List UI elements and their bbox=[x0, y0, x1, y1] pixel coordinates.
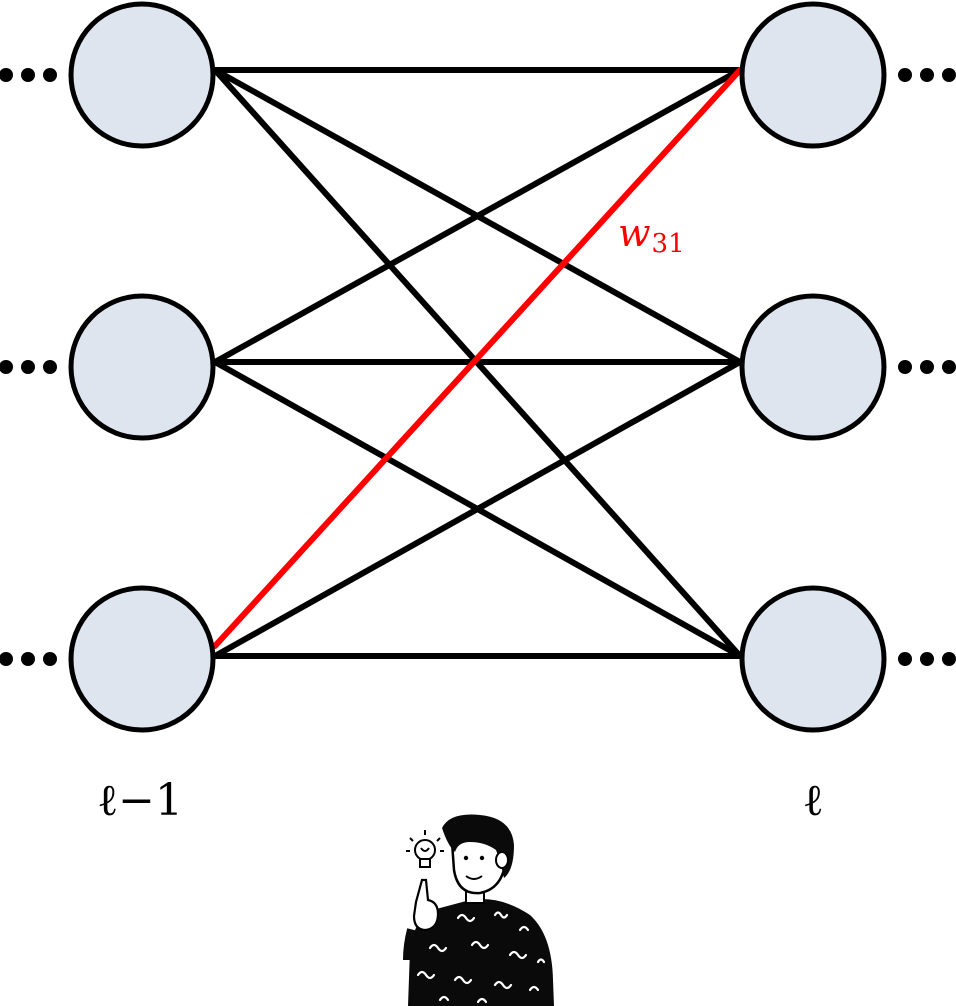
weight-label: w31 bbox=[618, 211, 685, 259]
weight-subscript: 31 bbox=[652, 229, 685, 259]
node-right-3 bbox=[739, 585, 887, 733]
node-left-1 bbox=[68, 1, 216, 149]
node-left-3 bbox=[68, 585, 216, 733]
node-right-1 bbox=[739, 1, 887, 149]
edge-3-2 bbox=[212, 359, 743, 659]
ellipsis-right bbox=[898, 68, 956, 666]
lightbulb-icon bbox=[406, 830, 444, 868]
person-idea-icon bbox=[403, 814, 554, 1006]
ellipsis-left bbox=[0, 68, 57, 666]
layer-left bbox=[68, 1, 216, 733]
node-left-2 bbox=[68, 293, 216, 441]
weight-symbol: w bbox=[618, 211, 651, 255]
raised-hand bbox=[412, 878, 440, 932]
layer-label-left: ℓ−1 bbox=[97, 775, 183, 826]
edge-3-1-highlighted bbox=[212, 67, 743, 649]
layer-right bbox=[739, 1, 887, 733]
layer-label-right: ℓ bbox=[802, 775, 823, 826]
node-right-2 bbox=[739, 293, 887, 441]
sweater bbox=[408, 899, 554, 1006]
edge-2-1 bbox=[212, 67, 743, 365]
hair bbox=[442, 814, 514, 878]
